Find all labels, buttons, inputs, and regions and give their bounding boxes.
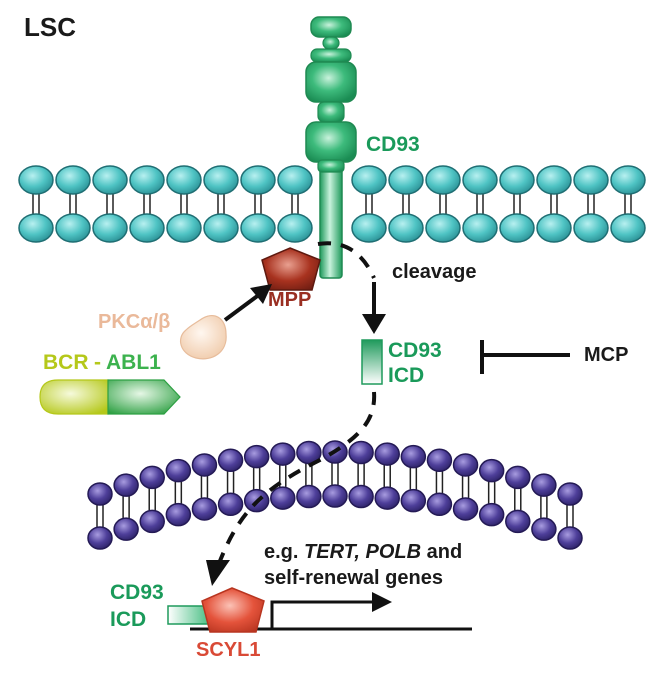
- scyl1-protein: [201, 587, 265, 633]
- plasma-lipid: [18, 165, 54, 243]
- plasma-lipid: [166, 165, 202, 243]
- icd-cd93-label: CD93: [388, 339, 442, 362]
- plasma-membrane: [18, 165, 646, 243]
- pkc-to-mpp-arrow: [223, 292, 262, 322]
- nuclear-lipid: [243, 444, 270, 513]
- plasma-lipid: [129, 165, 165, 243]
- cd93-label: CD93: [366, 133, 420, 156]
- nuclear-lipid: [505, 465, 531, 534]
- translocation-arrowhead: [206, 560, 230, 586]
- bcr-label: BCR: [43, 351, 89, 374]
- nuclear-lipid: [217, 448, 244, 517]
- title-label: LSC: [24, 12, 76, 42]
- scyl1-label: SCYL1: [196, 639, 260, 661]
- cd93-domain-lower: [305, 121, 357, 163]
- genes-suffix: and: [421, 541, 462, 563]
- plasma-lipid: [425, 165, 461, 243]
- pkc-protein: [179, 315, 227, 360]
- abl1-label: ABL1: [106, 351, 161, 374]
- plasma-lipid: [388, 165, 424, 243]
- nuclear-lipid: [348, 440, 374, 509]
- cd93-domain-top: [310, 16, 352, 38]
- plasma-lipid: [499, 165, 535, 243]
- nuclear-lipid: [426, 448, 453, 517]
- nuclear-lipid: [452, 453, 479, 521]
- nuclear-lipid: [531, 473, 557, 541]
- nuclear-lipid: [165, 458, 192, 527]
- cd93-receptor: [305, 16, 357, 279]
- bcr-block: [39, 379, 109, 415]
- transcription-arrowhead: [372, 592, 392, 612]
- plasma-lipid: [536, 165, 572, 243]
- cd93-linker: [310, 48, 352, 63]
- nuc-cd93-label: CD93: [110, 581, 164, 604]
- pkc-label: PKCα/β: [98, 311, 170, 333]
- cd93-icd-fragment: [361, 339, 383, 385]
- cd93-linker: [317, 159, 345, 173]
- nuc-icd-label: ICD: [110, 608, 146, 631]
- pkc-to-mpp-arrowhead: [250, 284, 272, 304]
- mcp-label: MCP: [584, 344, 628, 366]
- cd93-transmembrane-stem: [319, 167, 343, 279]
- plasma-lipid: [240, 165, 276, 243]
- nuclear-lipid: [87, 482, 113, 550]
- transcription-start-arrow: [270, 600, 372, 629]
- icd-label: ICD: [388, 364, 424, 387]
- nuclear-lipid: [139, 465, 165, 534]
- plasma-lipid: [610, 165, 646, 243]
- genes-line-2: self-renewal genes: [264, 567, 443, 589]
- plasma-lipid: [462, 165, 498, 243]
- genes-prefix: e.g.: [264, 541, 304, 563]
- plasma-lipid: [573, 165, 609, 243]
- cd93-domain-middle: [305, 61, 357, 103]
- nuclear-lipid: [400, 444, 427, 513]
- genes-italic: TERT, POLB: [304, 541, 421, 563]
- plasma-lipid: [55, 165, 91, 243]
- genes-line-1: e.g. TERT, POLB and: [264, 541, 462, 563]
- plasma-lipid: [277, 165, 313, 243]
- nuclear-lipid: [113, 473, 139, 541]
- cleavage-arrowhead: [362, 314, 386, 334]
- cd93-linker: [322, 36, 340, 50]
- bcr-abl-dash: -: [94, 351, 101, 374]
- abl1-block: [107, 379, 181, 415]
- nuclear-lipid: [557, 482, 583, 550]
- nuclear-lipid: [478, 458, 505, 527]
- mpp-protein: [261, 247, 321, 291]
- nuclear-lipid: [374, 442, 400, 510]
- cleavage-arc: [317, 241, 376, 279]
- nuclear-lipid: [191, 453, 218, 521]
- cd93-linker: [317, 101, 345, 123]
- cleavage-label: cleavage: [392, 261, 477, 283]
- translocation-path: [216, 391, 377, 567]
- plasma-lipid: [92, 165, 128, 243]
- nuclear-membrane: [87, 440, 583, 550]
- plasma-lipid: [351, 165, 387, 243]
- nuclear-lipid: [270, 442, 296, 510]
- plasma-lipid: [203, 165, 239, 243]
- nuclear-lipid: [296, 440, 322, 509]
- mpp-label: MPP: [268, 289, 311, 311]
